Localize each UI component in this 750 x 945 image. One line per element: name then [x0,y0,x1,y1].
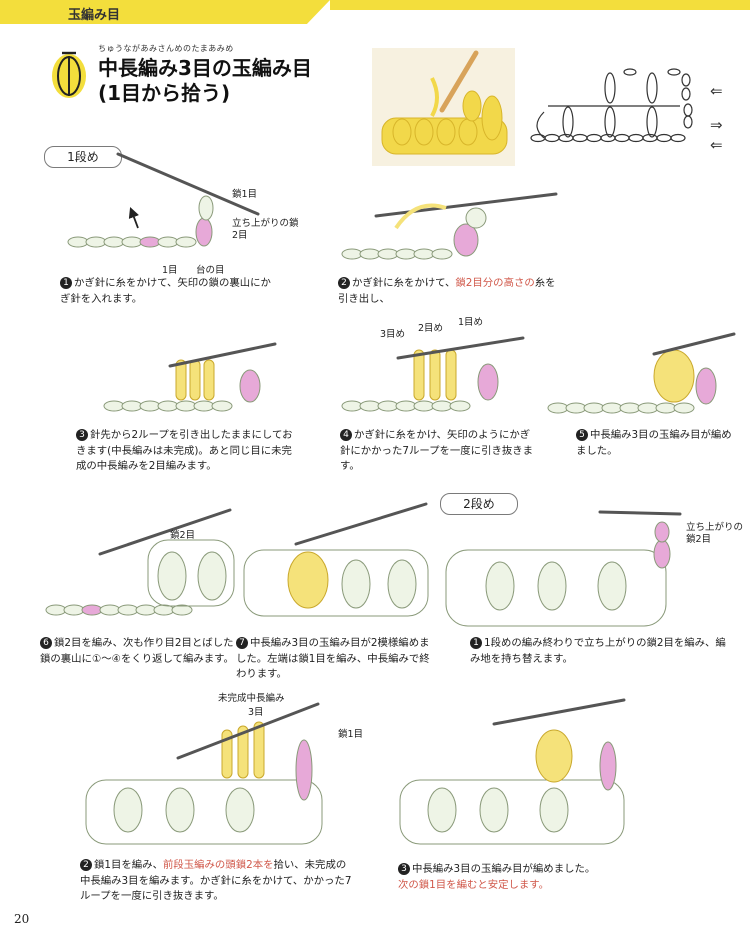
row-2-step-3-number: 3 [398,863,410,875]
step-7-number: 7 [236,637,248,649]
step-2-number: 2 [338,277,350,289]
swatch-photo [372,48,515,166]
step-2-illustration [341,192,558,260]
step-1-text: かぎ針に糸をかけて、矢印の鎖の裏山にかぎ針を入れます。 [60,277,271,305]
row-2-step-1-text: 1段めの編み終わりで立ち上がりの鎖2目を編み、編み地を持ち替えます。 [470,637,726,665]
row-2-step-2-label-3: 3目 [248,707,264,718]
step-4-label-3rd: 3目め [380,329,406,340]
step-4-number: 4 [340,429,352,441]
row-2-step-2-text-pre: 鎖1目を編み、 [94,859,163,871]
symbol-chart: ⇐ ⇒ ⇐ [530,68,723,154]
row-2-step-2-label-incomplete: 未完成中長編み [218,693,285,704]
step-3-illustration [103,342,277,412]
step-6-illustration [45,508,235,616]
svg-text:⇐: ⇐ [710,82,723,100]
page-number: 20 [14,912,30,926]
step-2-text-post: 糸を引き出し、 [338,277,556,305]
step-4-text: かぎ針に糸をかけ、矢印のようにかぎ針にかかった7ループを一度に引き抜きます。 [340,429,534,472]
step-1-number: 1 [60,277,72,289]
step-4-illustration [341,336,525,412]
row-2-step-1-illustration [445,510,682,627]
row-2-label: 2段め [440,493,518,515]
section-tab-label: 玉編み目 [68,8,121,23]
row-2-step-3-text: 中長編み3目の玉編み目が編めました。 [412,863,596,875]
row-2-step-3-text-red: 次の鎖1目を編むと安定します。 [398,878,550,891]
step-1-label-base: 台の目 [196,265,225,276]
step-5-text: 中長編み3目の玉編み目が編めました。 [576,429,732,457]
svg-text:⇐: ⇐ [710,136,723,154]
row-2-step-1-number: 1 [470,637,482,649]
page-header: 玉編み目 [0,0,750,28]
step-4-label-2nd: 2目め [418,323,444,334]
row-2-step-2-number: 2 [80,859,92,871]
step-6-number: 6 [40,637,52,649]
row-2-step-2-illustration [85,702,323,845]
title-line-1: 中長編み3目の玉編み目 [98,56,312,80]
row-2-step-1-label-rising: 立ち上がりの鎖2目 [686,522,744,545]
row-2-step-3-illustration [399,698,626,845]
step-1-label-chain1: 鎖1目 [232,189,258,200]
step-6-label-chain2: 鎖2目 [170,530,196,541]
step-7-text: 中長編み3目の玉編み目が2模様編めました。左端は鎖1目を編み、中長編みで終わりま… [236,637,430,680]
row-2-step-2-text-post: 拾い、未完成の中長編み3目を編みます。かぎ針に糸をかけて、かかった7ループを一度… [80,859,352,902]
step-5-number: 5 [576,429,588,441]
section-tab: 玉編み目 [0,0,330,24]
step-3-number: 3 [76,429,88,441]
step-4-label-1st: 1目め [458,317,484,328]
title-line-2: (1目から拾う) [98,81,231,105]
step-2-text-pre: かぎ針に糸をかけて、 [352,277,456,289]
page-title: 中長編み3目の玉編み目 (1目から拾う) [98,56,312,106]
header-bar [330,0,750,10]
row-2-step-2-text-red: 前段玉編みの頭鎖2本を [162,859,274,871]
step-1-illustration [67,152,260,248]
step-6-text: 鎖2目を編み、次も作り目2目とばした鎖の裏山に①〜④をくり返して編みます。 [40,637,234,665]
stitch-symbol-icon [52,51,86,98]
step-2-text-red: 鎖2目分の高さの [455,277,535,289]
svg-text:⇒: ⇒ [710,116,723,134]
step-5-illustration [547,332,736,414]
step-7-illustration [243,502,429,617]
step-3-text: 針先から2ループを引き出したままにしておきます(中長編みは未完成)。あと同じ目に… [76,429,293,472]
title-ruby: ちゅうながあみさんめのたまあみめ [98,44,234,53]
step-1-label-1st: 1目 [162,265,178,276]
row-1-label: 1段め [44,146,122,168]
step-1-label-rising: 立ち上がりの鎖2目 [232,218,299,241]
row-2-step-2-label-chain1: 鎖1目 [338,729,364,740]
